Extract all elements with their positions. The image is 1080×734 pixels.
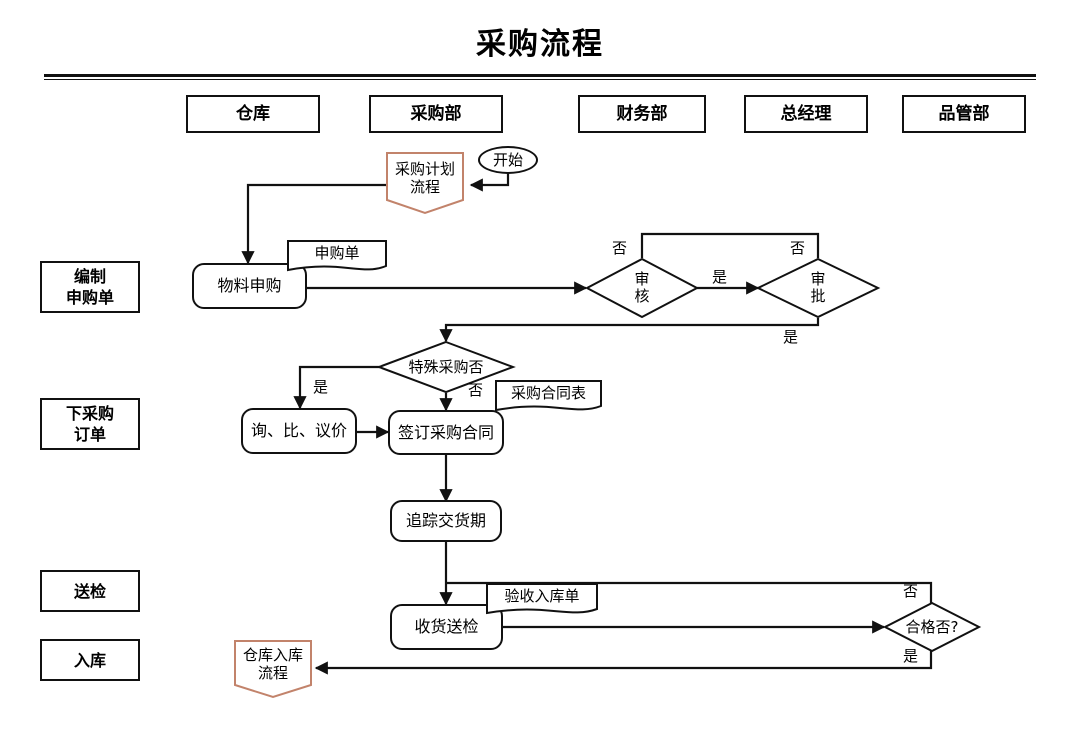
column-header-gm: 总经理 [744,95,868,133]
lane-label-order: 下采购 订单 [40,398,140,450]
edge-label-special-yes: 是 [313,378,329,396]
node-request-form[interactable]: 申购单 [287,240,387,276]
edge-label-review-no: 否 [612,239,628,257]
column-header-qc: 品管部 [902,95,1026,133]
node-contract-form[interactable]: 采购合同表 [495,380,602,416]
node-start[interactable]: 开始 [478,146,538,174]
edge-label-review-yes: 是 [712,268,728,286]
page-title: 采购流程 [476,27,604,62]
node-receipt-form[interactable]: 验收入库单 [486,583,598,619]
node-approve[interactable]: 审 批 [755,257,881,319]
title-divider [44,74,1036,80]
node-review[interactable]: 审 核 [584,257,700,319]
edge-label-special-no: 否 [468,381,484,399]
edge-label-approve-no: 否 [790,239,806,257]
node-warehouse-subprocess[interactable]: 仓库入库 流程 [234,640,312,699]
node-track-delivery[interactable]: 追踪交货期 [390,500,502,542]
node-qualified[interactable]: 合格否? [882,601,982,653]
node-plan-subprocess[interactable]: 采购计划 流程 [386,152,464,215]
column-header-purchasing: 采购部 [369,95,503,133]
node-receive-inspect[interactable]: 收货送检 [390,604,503,650]
edge-label-qualified-yes: 是 [903,647,919,665]
column-header-finance: 财务部 [578,95,706,133]
node-negotiate[interactable]: 询、比、议价 [241,408,357,454]
lane-label-requisition: 编制 申购单 [40,261,140,313]
lane-label-storage: 入库 [40,639,140,681]
column-header-warehouse: 仓库 [186,95,320,133]
node-special-purchase[interactable]: 特殊采购否 [376,340,516,394]
edge-label-qualified-no: 否 [903,582,919,600]
lane-label-inspection: 送检 [40,570,140,612]
node-sign-contract[interactable]: 签订采购合同 [388,410,504,455]
edge-label-approve-yes: 是 [783,328,799,346]
